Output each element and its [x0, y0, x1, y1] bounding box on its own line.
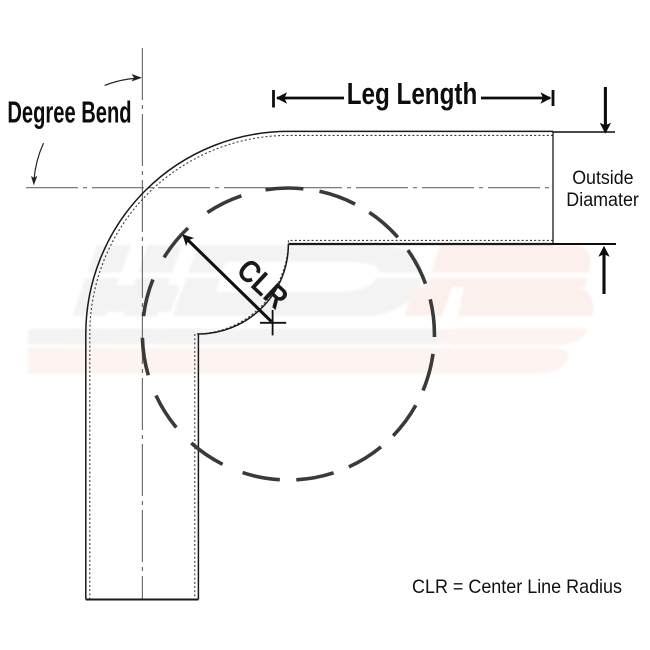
svg-text:Leg Length: Leg Length [347, 76, 478, 111]
svg-text:Degree Bend: Degree Bend [7, 94, 131, 129]
svg-text:Outside: Outside [572, 168, 633, 189]
svg-text:CLR = Center Line Radius: CLR = Center Line Radius [412, 576, 622, 598]
svg-text:Diamater: Diamater [566, 190, 639, 211]
